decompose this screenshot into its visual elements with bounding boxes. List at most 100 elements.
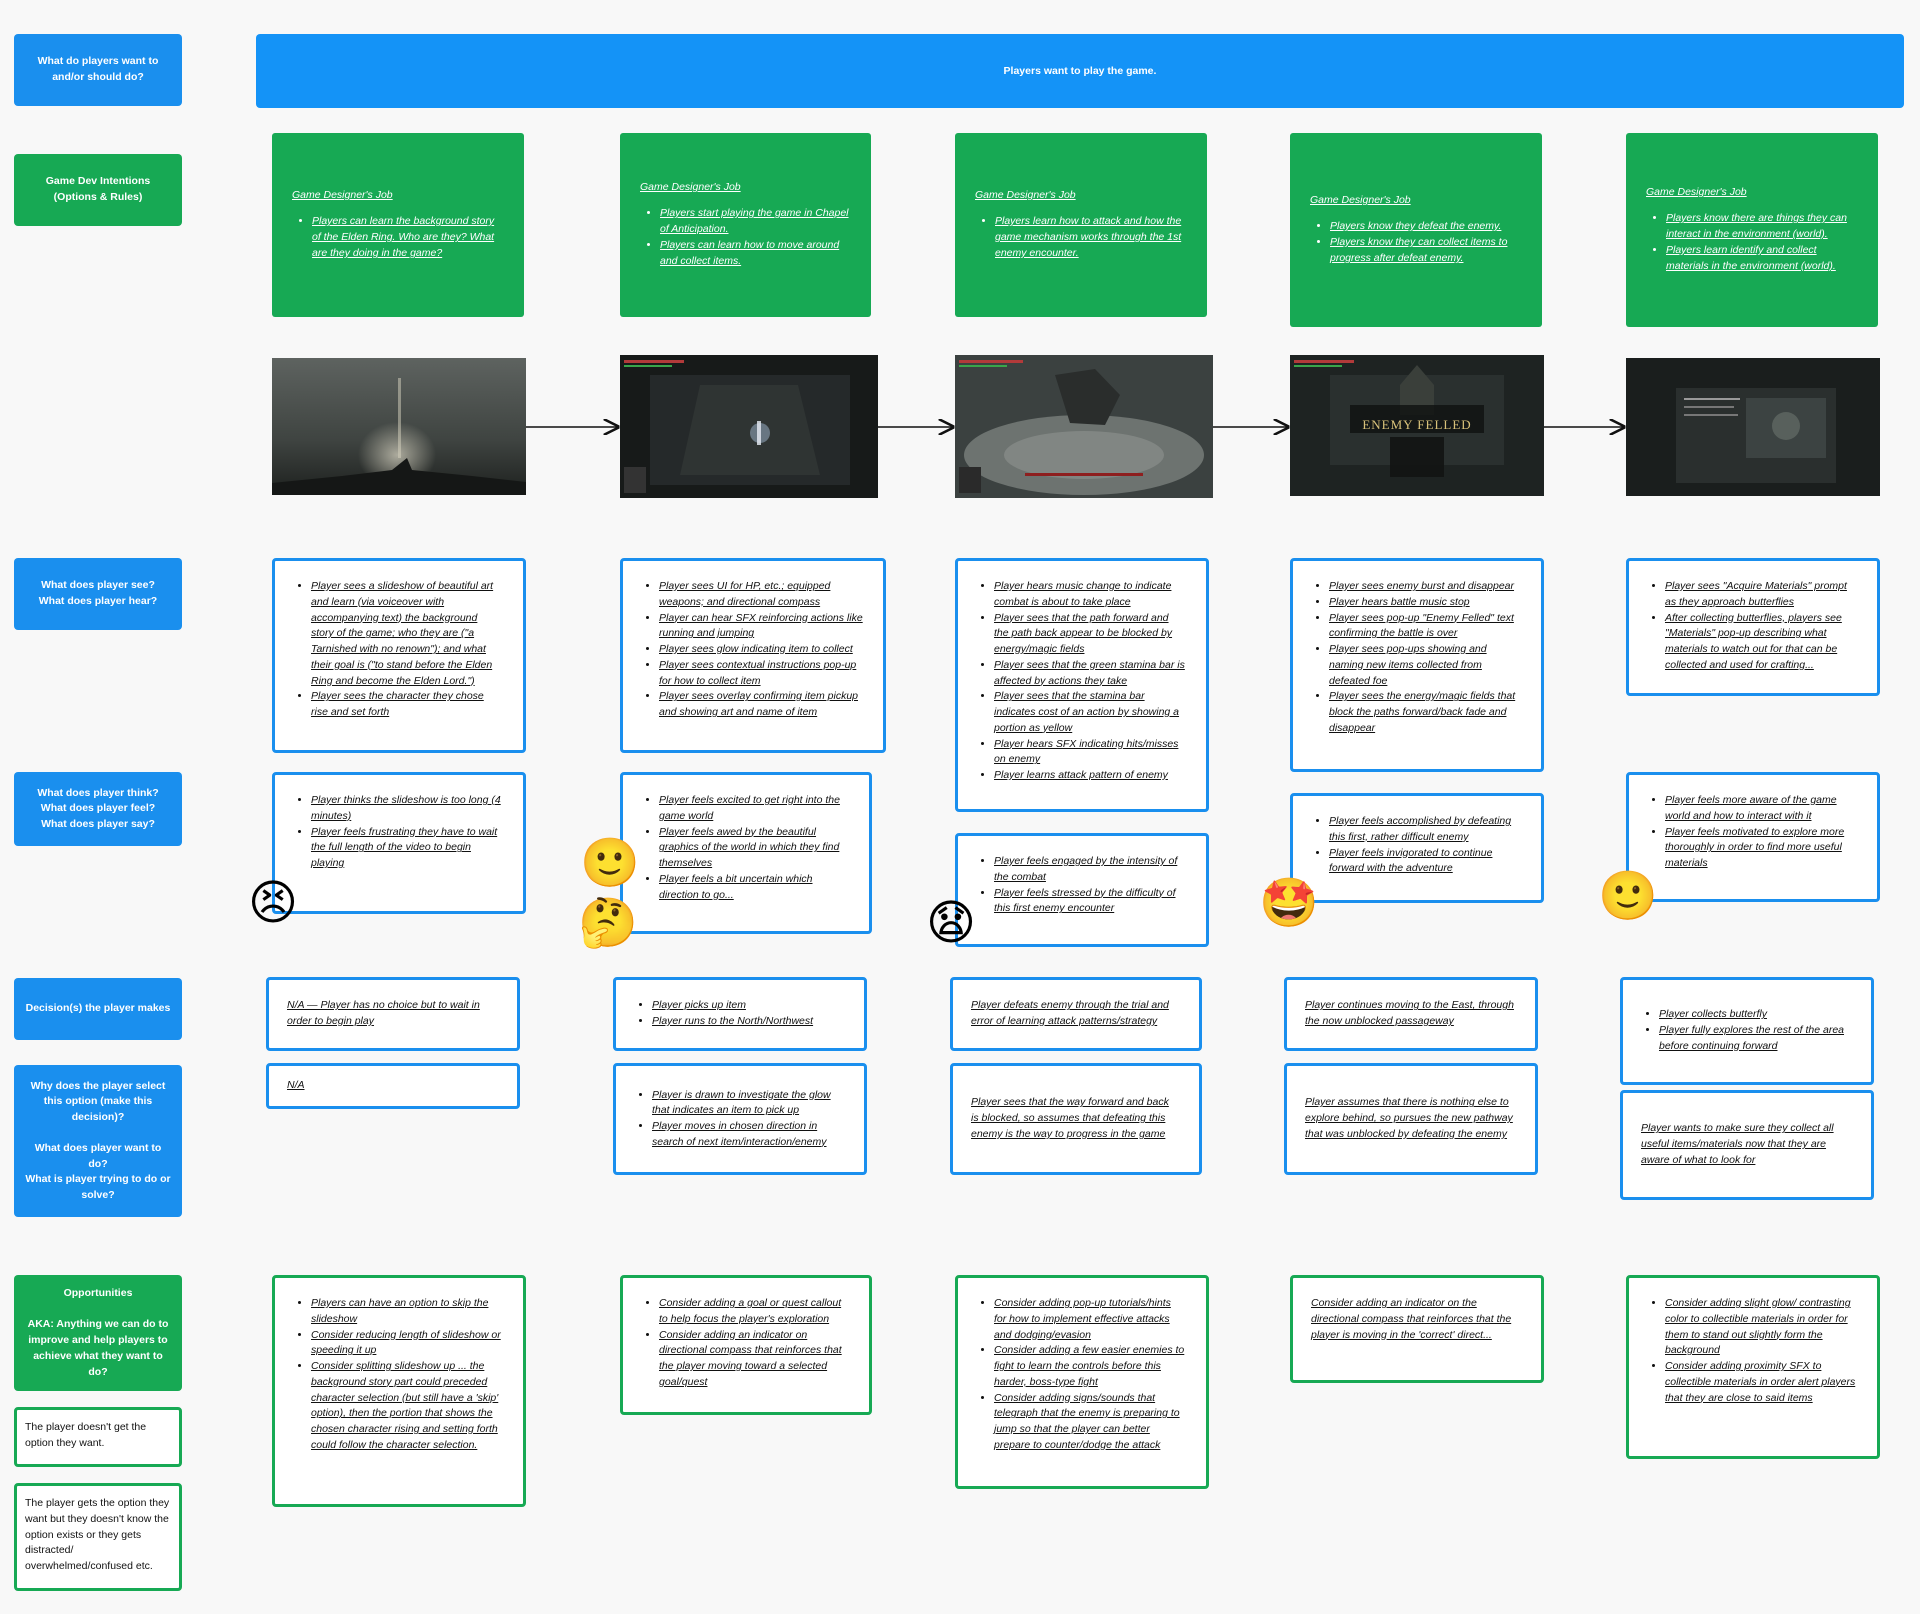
see-hear-card-4: Player sees enemy burst and disappear Pl… (1290, 558, 1544, 772)
screenshot-chapel (620, 355, 878, 498)
opportunity-card-3: Consider adding pop-up tutorials/hints f… (955, 1275, 1209, 1489)
think-feel-card-4: Player feels accomplished by defeating t… (1290, 793, 1544, 903)
card-item: Player sees "Acquire Materials" prompt a… (1665, 579, 1857, 611)
gd-item: Players start playing the game in Chapel… (660, 206, 851, 238)
card-item: Consider adding a few easier enemies to … (994, 1343, 1186, 1390)
card-item: Player sees the character they chose ris… (311, 689, 503, 721)
why-card-1: N/A (266, 1063, 520, 1109)
label-want: What do players want to and/or should do… (14, 34, 182, 106)
opportunity-card-1: Players can have an option to skip the s… (272, 1275, 526, 1507)
card-item: Player hears battle music stop (1329, 595, 1521, 611)
card-item: Player feels awed by the beautiful graph… (659, 825, 849, 872)
anguished-emoji-icon: 😧 (926, 897, 977, 950)
star-struck-emoji-icon: 🤩 (1259, 877, 1319, 930)
card-item: Consider adding a goal or quest callout … (659, 1296, 849, 1328)
see-hear-card-1: Player sees a slideshow of beautiful art… (272, 558, 526, 753)
card-item: Player collects butterfly (1659, 1007, 1851, 1023)
card-item: Consider adding an indicator on directio… (659, 1328, 849, 1391)
card-item: Player is drawn to investigate the glow … (652, 1088, 844, 1120)
card-item: Player sees that the path forward and th… (994, 611, 1186, 658)
card-item: Player moves in chosen direction in sear… (652, 1119, 844, 1151)
think-feel-card-1: Player thinks the slideshow is too long … (272, 772, 526, 914)
card-item: Player sees a slideshow of beautiful art… (311, 579, 503, 689)
card-item: Player sees UI for HP, etc.; equipped we… (659, 579, 863, 611)
card-item: Consider splitting slideshow up ... the … (311, 1359, 503, 1454)
screenshot-enemy-felled: ENEMY FELLED (1290, 355, 1544, 496)
card-item: Player sees that the green stamina bar i… (994, 658, 1186, 690)
goal-banner: Players want to play the game. (256, 34, 1904, 108)
gd-item: Players learn identify and collect mater… (1666, 243, 1858, 275)
card-item: Player hears SFX indicating hits/misses … (994, 737, 1186, 769)
why-card-3: Player sees that the way forward and bac… (950, 1063, 1202, 1175)
card-item: Player can hear SFX reinforcing actions … (659, 611, 863, 643)
card-item: Player sees the energy/magic fields that… (1329, 689, 1521, 736)
gd-title: Game Designer's Job (1646, 186, 1747, 199)
gd-card-4: Game Designer's Job Players know they de… (1290, 133, 1542, 327)
card-item: Consider adding pop-up tutorials/hints f… (994, 1296, 1186, 1343)
card-item: Consider adding proximity SFX to collect… (1665, 1359, 1857, 1406)
gd-title: Game Designer's Job (1310, 194, 1411, 207)
screenshot-slideshow (272, 358, 526, 495)
enemy-felled-text: ENEMY FELLED (1362, 417, 1472, 432)
card-item: Player sees pop-up "Enemy Felled" text c… (1329, 611, 1521, 643)
gd-card-5: Game Designer's Job Players know there a… (1626, 133, 1878, 327)
screenshot-combat (955, 355, 1213, 498)
screenshot-materials (1626, 358, 1880, 496)
card-item: Player feels more aware of the game worl… (1665, 793, 1857, 825)
see-hear-card-3: Player hears music change to indicate co… (955, 558, 1209, 812)
think-feel-card-2: Player feels excited to get right into t… (620, 772, 872, 934)
smile-emoji-icon: 🙂 (580, 837, 640, 890)
card-item: Consider adding signs/sounds that telegr… (994, 1391, 1186, 1454)
label-see-hear: What does player see? What does player h… (14, 558, 182, 630)
card-text: Player continues moving to the East, thr… (1305, 999, 1514, 1027)
see-hear-card-2: Player sees UI for HP, etc.; equipped we… (620, 558, 886, 753)
think-feel-card-5: Player feels more aware of the game worl… (1626, 772, 1880, 902)
card-text: Player defeats enemy through the trial a… (971, 999, 1169, 1027)
decision-card-2: Player picks up item Player runs to the … (613, 977, 867, 1051)
card-item: Player feels frustrating they have to wa… (311, 825, 503, 872)
card-item: Player sees overlay confirming item pick… (659, 689, 863, 721)
gd-title: Game Designer's Job (292, 189, 393, 202)
card-item: Player feels invigorated to continue for… (1329, 846, 1521, 878)
label-why: Why does the player select this option (… (14, 1065, 182, 1217)
card-text: N/A — Player has no choice but to wait i… (287, 999, 480, 1027)
card-text: Player sees that the way forward and bac… (971, 1096, 1169, 1140)
label-opportunities: Opportunities AKA: Anything we can do to… (14, 1275, 182, 1391)
why-card-2: Player is drawn to investigate the glow … (613, 1063, 867, 1175)
gd-item: Players learn how to attack and how the … (995, 214, 1187, 262)
card-item: Player learns attack pattern of enemy (994, 768, 1186, 784)
why-card-4: Player assumes that there is nothing els… (1284, 1063, 1538, 1175)
opportunity-card-2: Consider adding a goal or quest callout … (620, 1275, 872, 1415)
card-item: Player picks up item (652, 998, 844, 1014)
gd-item: Players can learn how to move around and… (660, 238, 851, 270)
card-item: Consider reducing length of slideshow or… (311, 1328, 503, 1360)
card-text: Player wants to make sure they collect a… (1641, 1122, 1834, 1166)
see-hear-card-5: Player sees "Acquire Materials" prompt a… (1626, 558, 1880, 696)
decision-card-3: Player defeats enemy through the trial a… (950, 977, 1202, 1051)
card-item: Player sees pop-ups showing and naming n… (1329, 642, 1521, 689)
legend-distracted: The player gets the option they want but… (14, 1483, 182, 1591)
card-text: N/A (287, 1079, 305, 1092)
thinking-emoji-icon: 🤔 (578, 897, 638, 950)
gd-card-1: Game Designer's Job Players can learn th… (272, 133, 524, 317)
gd-item: Players know they can collect items to p… (1330, 235, 1522, 267)
card-item: Player sees contextual instructions pop-… (659, 658, 863, 690)
card-text: Consider adding an indicator on the dire… (1311, 1297, 1512, 1341)
think-feel-card-3: Player feels engaged by the intensity of… (955, 833, 1209, 947)
label-intentions: Game Dev Intentions (Options & Rules) (14, 154, 182, 226)
card-item: Player feels excited to get right into t… (659, 793, 849, 825)
card-item: Player feels accomplished by defeating t… (1329, 814, 1521, 846)
card-item: Players can have an option to skip the s… (311, 1296, 503, 1328)
card-item: Player sees that the stamina bar indicat… (994, 689, 1186, 736)
decision-card-1: N/A — Player has no choice but to wait i… (266, 977, 520, 1051)
card-item: After collecting butterflies, players se… (1665, 611, 1857, 674)
decision-card-5: Player collects butterfly Player fully e… (1620, 977, 1874, 1085)
decision-card-4: Player continues moving to the East, thr… (1284, 977, 1538, 1051)
gd-item: Players know they defeat the enemy. (1330, 219, 1522, 235)
frustrated-emoji-icon: 😣 (248, 877, 299, 930)
card-item: Player feels a bit uncertain which direc… (659, 872, 849, 904)
gd-item: Players can learn the background story o… (312, 214, 504, 262)
card-item: Player fully explores the rest of the ar… (1659, 1023, 1851, 1055)
card-item: Player thinks the slideshow is too long … (311, 793, 503, 825)
card-item: Player sees glow indicating item to coll… (659, 642, 863, 658)
